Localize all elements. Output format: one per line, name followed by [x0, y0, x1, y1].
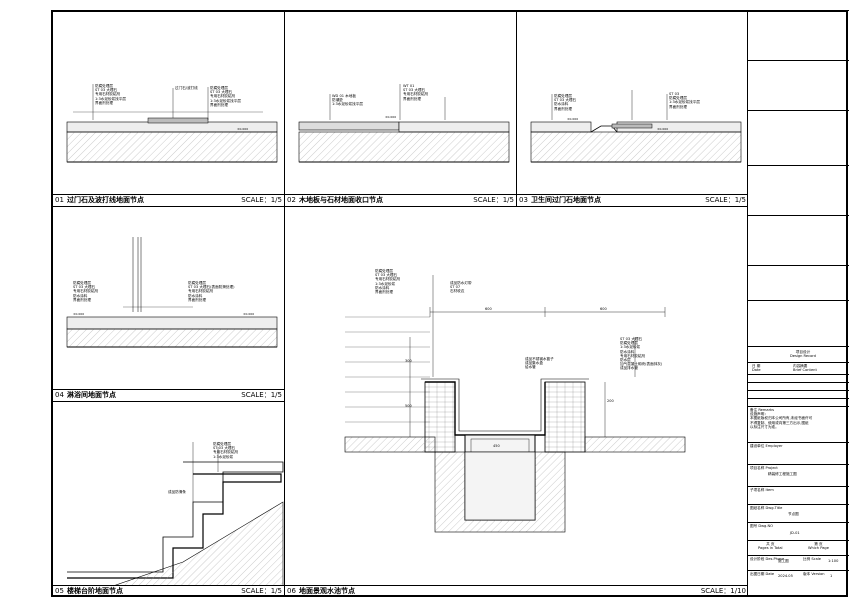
callout-06-center: 成品不锈钢水篦子成品集水盒给水管	[525, 357, 554, 370]
detail-drawing-05	[67, 442, 284, 586]
phase-value: 施工图	[778, 559, 789, 563]
svg-text:±0.000: ±0.000	[243, 312, 254, 316]
version-label: 版本 Version	[803, 572, 825, 576]
scale-label: 比例 Scale	[803, 557, 821, 561]
scale-value: 1:100	[828, 559, 839, 563]
date2-value: 2024.05	[778, 574, 793, 578]
phase-label: 设计阶段 Des.Phase	[750, 557, 785, 561]
dwg-no-value: JD-01	[790, 531, 800, 535]
detail-drawing-03: ±0.000 ±0.000	[530, 90, 742, 163]
svg-text:±0.000: ±0.000	[73, 312, 84, 316]
item-label: 子项名称 Item	[750, 488, 774, 492]
employer-label: 建设单位 Employer	[750, 444, 783, 448]
dwg-no-label: 图号 Dwg.NO	[750, 524, 773, 528]
detail-drawing-06: 600 600 300 500 200 450	[344, 275, 686, 533]
svg-text:450: 450	[493, 444, 500, 448]
project-value: 精装修工程施工图	[768, 472, 797, 476]
detail-drawing-02: ±0.000	[298, 84, 510, 163]
project-label: 项目名称 Project	[750, 466, 778, 470]
version-value: 1	[830, 574, 833, 578]
svg-text:600: 600	[485, 307, 492, 311]
svg-text:200: 200	[607, 399, 614, 403]
detail-drawing-01: ±0.000	[66, 84, 278, 163]
date2-label: 出图日期 Date	[750, 572, 775, 576]
svg-text:600: 600	[600, 307, 607, 311]
remarks: 备注 Remarks 设施声明： 本图纸版权归本公司所有,未经书面许可 不得复制…	[750, 408, 813, 429]
svg-text:±0.000: ±0.000	[385, 115, 396, 119]
callout-05-mid: 成品防滑条	[168, 490, 186, 494]
svg-text:500: 500	[405, 404, 412, 408]
svg-text:300: 300	[405, 359, 412, 363]
svg-text:±0.000: ±0.000	[237, 127, 248, 131]
drawing-title-value: 节点图	[788, 512, 799, 516]
svg-text:±0.000: ±0.000	[657, 127, 668, 131]
svg-text:±0.000: ±0.000	[567, 117, 578, 121]
detail-drawing-04: ±0.000 ±0.000	[66, 237, 278, 348]
callout-01-mid: 过门石/波打线	[175, 86, 198, 90]
drawing-title-label: 图纸名称 Dwg.Title	[750, 506, 783, 510]
